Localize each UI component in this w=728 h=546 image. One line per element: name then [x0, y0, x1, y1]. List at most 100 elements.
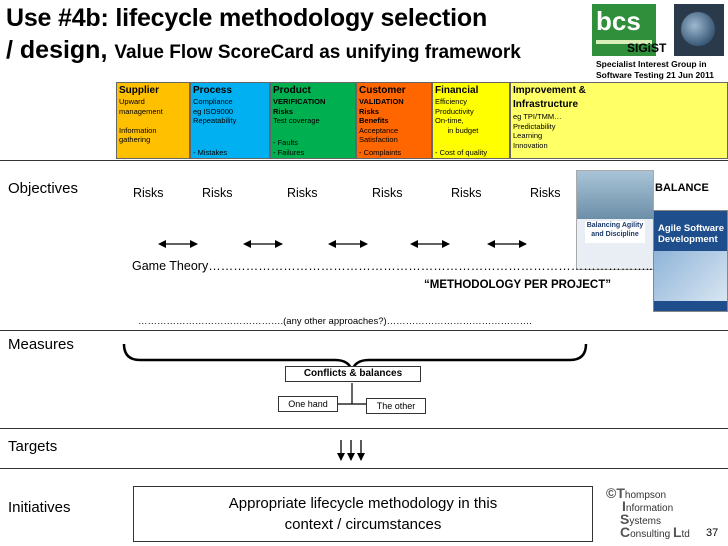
- column-line: Productivity: [435, 106, 474, 116]
- column-line: management: [119, 106, 163, 116]
- column-line: Test coverage: [273, 116, 320, 125]
- book-title: Balancing Agility and Discipline: [585, 221, 645, 243]
- copyright-line-thompson: ©Thompson: [606, 485, 690, 501]
- copyright-symbol: ©: [606, 485, 617, 501]
- column-line: On-time,: [435, 116, 464, 125]
- risk-label: Risks: [451, 186, 482, 200]
- book-title: Agile Software Development: [658, 223, 724, 245]
- copyright-word: ystems: [629, 516, 662, 527]
- column-line: VERIFICATION: [273, 97, 326, 106]
- copyright-initial: T: [616, 485, 625, 501]
- row-divider: [0, 428, 728, 429]
- game-theory-text: Game Theory………………………………………………………………………………: [132, 259, 653, 273]
- column-header: Improvement & Infrastructure: [513, 85, 586, 110]
- column-line: Compliance: [193, 97, 233, 106]
- risk-label: Risks: [133, 186, 164, 200]
- column-header: Supplier: [119, 85, 160, 96]
- bcs-logo-text: bcs: [596, 6, 641, 36]
- column-product: Product VERIFICATION Risks Test coverage…: [270, 82, 356, 159]
- globe-icon: [681, 12, 715, 46]
- book-cover-agile-software: Agile Software Development: [653, 210, 728, 312]
- one-hand-box: One hand: [278, 396, 338, 412]
- balance-label: BALANCE: [655, 182, 709, 194]
- column-line: in budget: [435, 125, 479, 135]
- column-line: Upward: [119, 97, 145, 106]
- column-line: Repeatability: [193, 116, 237, 125]
- sigist-line2: Software Testing 21 Jun 2011: [596, 70, 714, 80]
- copyright-line-consulting: Consulting Ltd: [606, 524, 690, 540]
- copyright-initial: S: [620, 511, 630, 527]
- sigist-description: Specialist Interest Group in Software Te…: [596, 59, 714, 81]
- column-footer: - Mistakes: [193, 147, 228, 157]
- row-label-targets: Targets: [8, 438, 58, 455]
- slide-title-line2: / design, Value Flow ScoreCard as unifyi…: [6, 36, 521, 65]
- column-line: VALIDATION: [359, 97, 404, 106]
- column-footer: - Faults - Failures: [273, 138, 305, 157]
- column-line: Risks: [273, 106, 294, 116]
- page-number: 37: [706, 527, 719, 539]
- column-line: gathering: [119, 135, 151, 144]
- bcs-logo-bar: [596, 40, 652, 44]
- row-divider: [0, 160, 728, 161]
- risk-label: Risks: [372, 186, 403, 200]
- copyright-initial: I: [622, 498, 626, 514]
- column-line: Acceptance: [359, 125, 399, 135]
- sigist-line1: Specialist Interest Group in: [596, 59, 707, 69]
- column-line: eg ISO9000: [193, 106, 234, 116]
- book-cover-balancing-agility: Balancing Agility and Discipline: [576, 170, 654, 270]
- risk-label: Risks: [287, 186, 318, 200]
- copyright-word: hompson: [624, 490, 667, 501]
- copyright-word: onsulting: [630, 529, 673, 540]
- balance-connector: [338, 383, 366, 405]
- column-process: Process Compliance eg ISO9000 Repeatabil…: [190, 82, 270, 159]
- the-other-box: The other: [366, 398, 426, 414]
- column-footer: - Complaints: [359, 147, 402, 157]
- risk-label: Risks: [530, 186, 561, 200]
- column-line: Predictability: [513, 121, 556, 131]
- initiatives-line2: context / circumstances: [284, 516, 442, 533]
- globe-image: [674, 4, 724, 56]
- column-header: Financial: [435, 85, 479, 96]
- column-customer: Customer VALIDATION Risks Benefits Accep…: [356, 82, 432, 159]
- conflicts-balances-box: Conflicts & balances: [285, 366, 421, 382]
- row-label-initiatives: Initiatives: [8, 499, 71, 516]
- initiatives-line1: Appropriate lifecycle methodology in thi…: [228, 495, 498, 512]
- title-line2-sub: Value Flow ScoreCard as unifying framewo…: [114, 42, 521, 63]
- row-label-measures: Measures: [8, 336, 74, 353]
- copyright-block: ©Thompson Information Systems Consulting…: [606, 485, 690, 540]
- column-header: Customer: [359, 85, 406, 96]
- copyright-word: nformation: [625, 503, 674, 514]
- row-label-objectives: Objectives: [8, 180, 79, 197]
- copyright-word: td: [681, 529, 690, 540]
- sigist-label: SIGiST: [627, 41, 667, 55]
- column-line: Benefits: [359, 116, 389, 125]
- row-divider: [0, 468, 728, 469]
- other-approaches-text: ……………………………………….(any other approaches?)……: [138, 316, 532, 327]
- copyright-line-systems: Systems: [606, 511, 690, 527]
- column-financial: Financial Efficiency Productivity On-tim…: [432, 82, 510, 159]
- column-line: Satisfaction: [359, 135, 398, 144]
- column-line: Efficiency: [435, 97, 467, 106]
- book-cover-image: [654, 251, 727, 301]
- initiatives-box: Appropriate lifecycle methodology in thi…: [133, 486, 593, 542]
- column-header: Product: [273, 85, 311, 96]
- target-arrows: [337, 440, 365, 461]
- column-line: eg TPI/TMM…: [513, 112, 562, 121]
- slide-title-line1: Use #4b: lifecycle methodology selection: [6, 4, 488, 32]
- bcs-logo: bcs: [592, 4, 656, 56]
- copyright-initial: C: [620, 524, 631, 540]
- book-cover-image: [577, 171, 653, 219]
- title-line2-main: / design,: [6, 36, 108, 64]
- methodology-per-project: “METHODOLOGY PER PROJECT”: [424, 279, 612, 291]
- column-improvement: Improvement & Infrastructure eg TPI/TMM……: [510, 82, 728, 159]
- risk-label: Risks: [202, 186, 233, 200]
- copyright-line-information: Information: [606, 498, 690, 514]
- column-line: Learning: [513, 131, 543, 140]
- column-line: Risks: [359, 106, 380, 116]
- column-header: Process: [193, 85, 232, 96]
- copyright-initial: L: [672, 524, 682, 540]
- column-footer: - Cost of quality: [435, 147, 488, 157]
- column-line: Innovation: [513, 140, 548, 150]
- column-supplier: Supplier Upward management Information g…: [116, 82, 190, 159]
